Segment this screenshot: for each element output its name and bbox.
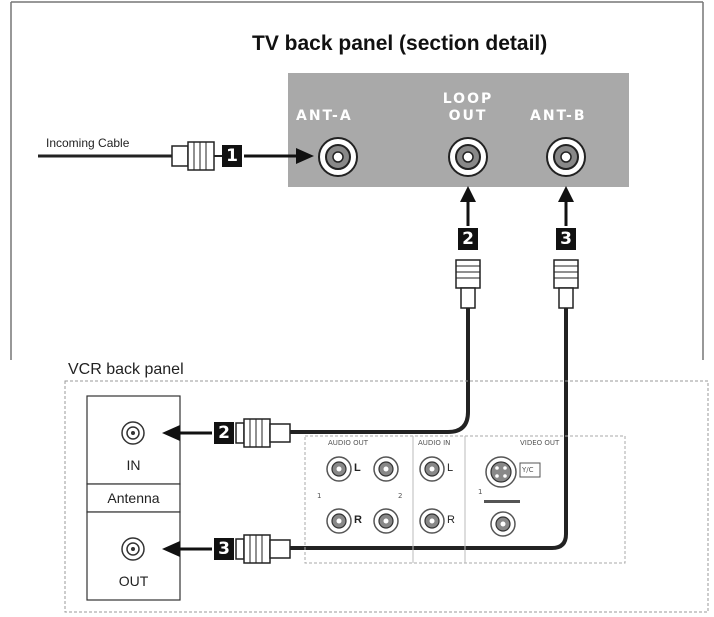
antenna-label: Antenna (107, 490, 160, 506)
tv-panel-title: TV back panel (section detail) (252, 32, 548, 55)
vcr-out-plug (235, 534, 291, 564)
loop-out-label-line2: OUT (448, 108, 488, 124)
audio-out-right-jack-2 (373, 508, 399, 534)
antenna-in-label: IN (126, 457, 141, 473)
ant-b-label: ANT-B (530, 108, 587, 124)
audio-in-r-label: R (447, 514, 455, 526)
audio-out-left-jack-2 (326, 508, 352, 534)
step-3-badge-vcr: 3 (214, 538, 234, 560)
audio-in-label: AUDIO IN (418, 439, 451, 447)
audio-out-l-label: L (354, 462, 361, 474)
ant-a-label: ANT-A (296, 108, 353, 124)
arrow-2-left (162, 425, 212, 441)
antenna-in-jack (121, 421, 145, 445)
step-2-badge-top: 2 (458, 228, 478, 250)
arrow-3-left (162, 541, 212, 557)
loop-out-plug (455, 259, 481, 309)
incoming-cable (38, 141, 222, 171)
s-video-jack (485, 456, 517, 488)
ant-b-jack (546, 137, 586, 177)
vcr-panel-title: VCR back panel (68, 361, 184, 378)
step-3-badge-top: 3 (556, 228, 576, 250)
incoming-cable-label: Incoming Cable (46, 136, 130, 150)
antenna-label-box (86, 483, 181, 513)
step-1-badge: 1 (222, 145, 242, 167)
ant-a-jack (318, 137, 358, 177)
audio-out-right-jack (373, 456, 399, 482)
arrow-3-up (556, 186, 576, 226)
cable-3 (290, 308, 568, 550)
antenna-out-label: OUT (118, 573, 149, 589)
vcr-in-plug (235, 418, 291, 448)
video-mark-1: 1 (478, 488, 483, 496)
video-out-jack (490, 511, 516, 537)
video-label-bar (484, 500, 520, 503)
antenna-out-jack (121, 537, 145, 561)
audio-mark-1: 1 (317, 492, 322, 500)
audio-in-l-label: L (447, 462, 454, 474)
audio-out-label: AUDIO OUT (328, 439, 369, 447)
arrow-1 (244, 148, 314, 164)
y-c-label: Y/C (522, 466, 534, 474)
loop-out-label-line1: LOOP (442, 91, 494, 107)
loop-out-jack (448, 137, 488, 177)
arrow-2-up (458, 186, 478, 226)
audio-in-left-jack (419, 456, 445, 482)
ant-b-plug (553, 259, 579, 309)
audio-out-left-jack (326, 456, 352, 482)
video-out-label: VIDEO OUT (520, 439, 560, 447)
y-c-box (519, 462, 541, 478)
audio-out-r-label: R (354, 514, 362, 526)
step-2-badge-vcr: 2 (214, 422, 234, 444)
vcr-back-panel (64, 380, 709, 613)
audio-mark-2: 2 (398, 492, 403, 500)
audio-in-right-jack (419, 508, 445, 534)
cable-2 (290, 308, 470, 434)
